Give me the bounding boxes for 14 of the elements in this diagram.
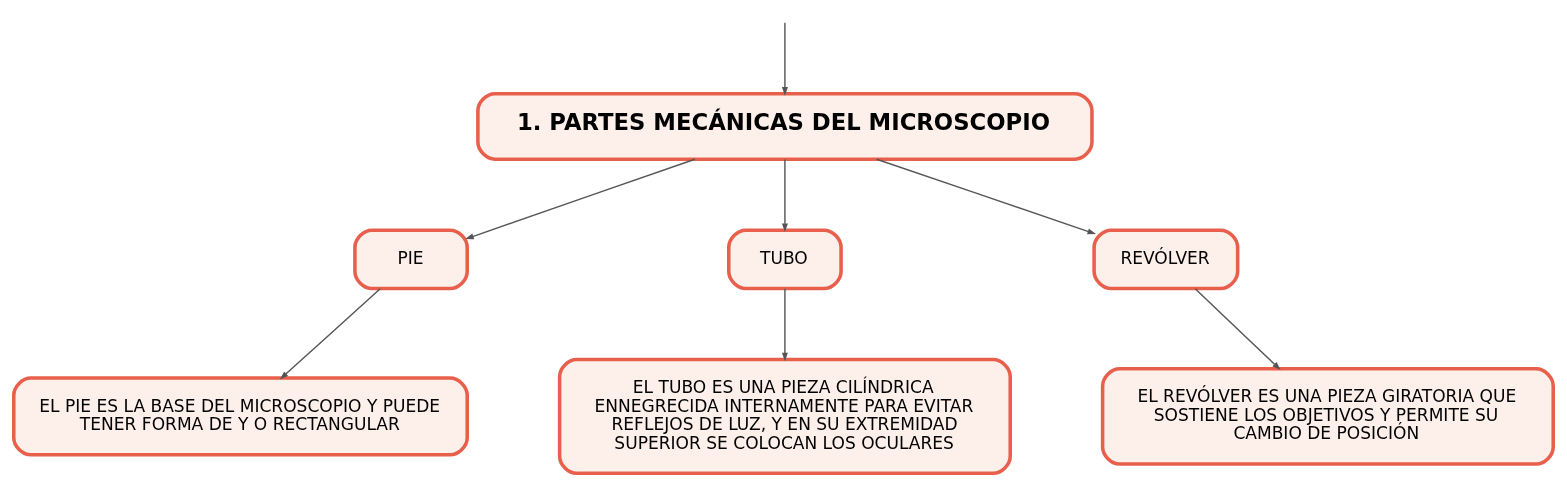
- node-box: REVÓLVER: [1092, 227, 1240, 290]
- node-box: 1. PARTES MECÁNICAS DEL MICROSCOPIO: [476, 91, 1094, 161]
- arrow: [1194, 287, 1281, 370]
- node-box: TUBO: [727, 227, 843, 290]
- arrow: [465, 158, 696, 239]
- arrow: [781, 21, 788, 96]
- node-box: PIE: [353, 227, 469, 290]
- node-box: EL TUBO ES UNA PIEZA CILÍNDRICA ENNEGRECIDA INTERNAMENTE PARA EVITAR REFLEJOS DE LUZ, Y EN SU EXTREMIDAD SUPERIOR SE COLOCAN LOS OCULARES: [557, 357, 1012, 475]
- arrow: [781, 158, 788, 232]
- node-box: EL PIE ES LA BASE DEL MICROSCOPIO Y PUEDE TENER FORMA DE Y O RECTANGULAR: [12, 375, 469, 457]
- arrow: [781, 287, 788, 361]
- arrow: [875, 158, 1096, 234]
- node-box: EL REVÓLVER ES UNA PIEZA GIRATORIA QUE SOSTIENE LOS OBJETIVOS Y PERMITE SU CAMBIO DE POSICIÓN: [1100, 366, 1555, 466]
- arrow: [279, 287, 381, 379]
